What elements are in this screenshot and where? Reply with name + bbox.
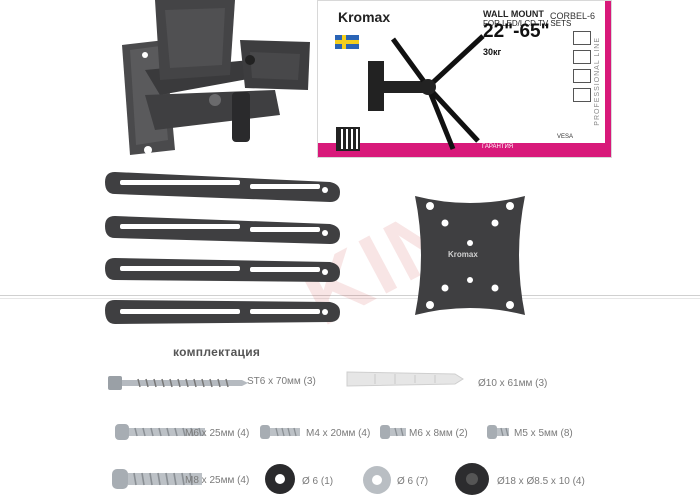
slotted-arm (105, 258, 340, 282)
flag-icon (335, 35, 359, 49)
box-warranty: ГАРАНТИЯ (480, 144, 516, 150)
m5-5-bolt-icon (487, 425, 509, 439)
box-subtitle: FOR LED/LCD TV SETS (483, 19, 572, 28)
part-label-m5-5: M5 x 5мм (8) (514, 428, 573, 439)
part-label-washer-6-7: Ø 6 (7) (397, 476, 429, 487)
box-mount-photo (368, 34, 485, 150)
box-model: CORBEL-6 (550, 11, 596, 21)
m6-8-bolt-icon (380, 425, 406, 439)
box-max-weight: 30кг (483, 47, 502, 57)
part-label-m6-8: M6 x 8мм (2) (409, 428, 468, 439)
box-feature-icons (573, 31, 591, 126)
watermark-line (0, 295, 700, 296)
plate-brand-logo: Kromax (448, 250, 478, 259)
kit-title: комплектация (173, 345, 261, 359)
part-label-st6: ST6 x 70мм (3) (247, 376, 316, 387)
part-label-m4-20: M4 x 20мм (4) (306, 428, 371, 439)
box-size-range: 22"-65" (483, 21, 550, 42)
qr-code-icon (336, 127, 360, 151)
slotted-arm (105, 300, 340, 324)
box-bottom-stripe (318, 143, 611, 157)
part-label-m8-25: M8 x 25мм (4) (185, 475, 250, 486)
slotted-arms (105, 172, 340, 324)
product-box: Kromax WALL MOUNT FOR LED/LCD TV SETS CO… (317, 0, 612, 158)
metal-washer-icon (363, 466, 391, 494)
box-brand-logo: Kromax (338, 9, 391, 25)
plastic-spacer-icon (455, 463, 489, 495)
box-motion: FULL MOTION (544, 135, 599, 144)
wall-anchor-icon (346, 371, 464, 387)
spacer-washer-icon (265, 464, 295, 494)
box-vesa: VESA (557, 134, 574, 140)
slotted-arm (105, 216, 340, 244)
box-title-block: WALL MOUNT FOR LED/LCD TV SETS (483, 9, 571, 28)
m8-25-bolt-icon (112, 469, 202, 489)
box-accent-stripe (605, 1, 611, 157)
st6-screw-icon (108, 376, 248, 390)
vesa-plate (415, 196, 525, 315)
part-label-washer-6-1: Ø 6 (1) (302, 476, 334, 487)
wall-bracket (122, 0, 310, 155)
m6-25-bolt-icon (115, 424, 205, 440)
part-label-m6-25: M6 x 25мм (4) (185, 428, 250, 439)
watermark-line (0, 298, 700, 299)
slotted-arm (105, 172, 340, 202)
part-label-anchor: Ø10 x 61мм (3) (478, 378, 548, 389)
box-title: WALL MOUNT (483, 9, 544, 19)
box-side-line: PROFESSIONAL LINE (594, 37, 601, 126)
m4-20-bolt-icon (260, 425, 300, 439)
part-label-spacer: Ø18 x Ø8.5 x 10 (4) (497, 476, 585, 487)
